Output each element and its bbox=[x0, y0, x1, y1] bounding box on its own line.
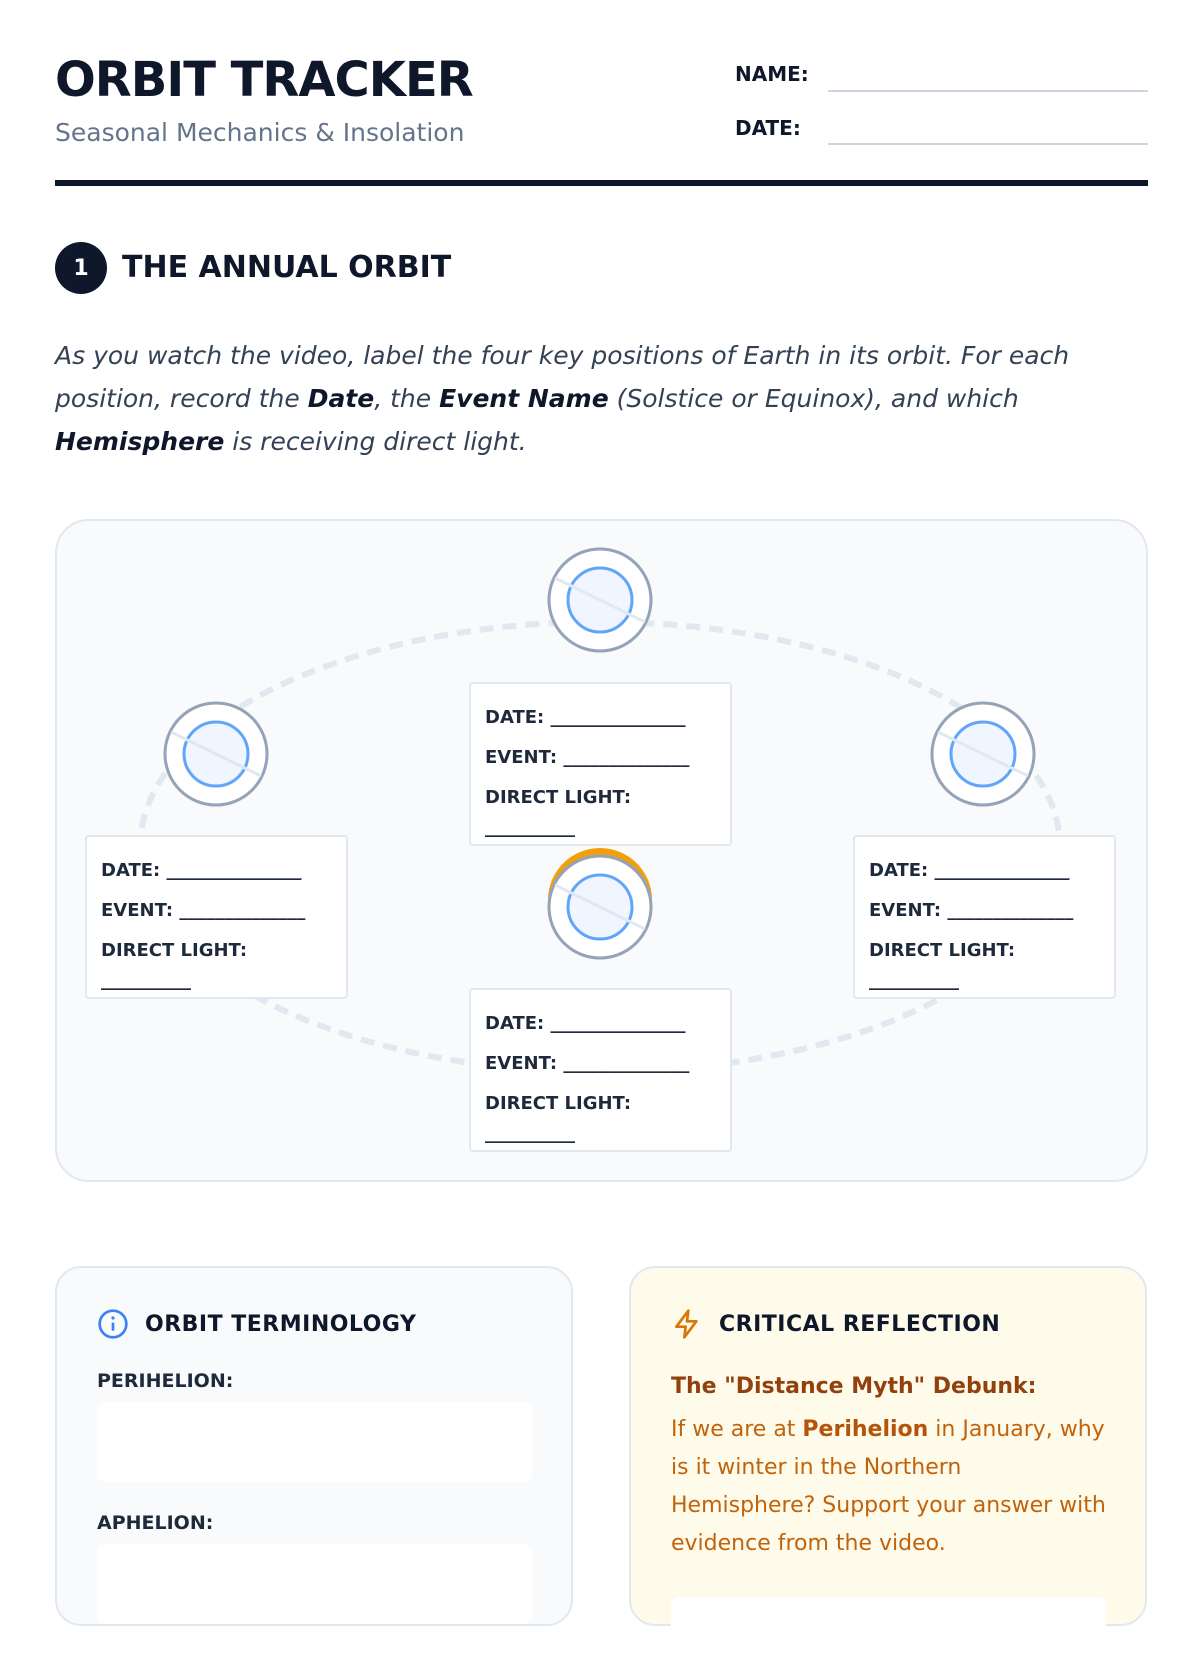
perihelion-label: PERIHELION: bbox=[97, 1370, 234, 1392]
terminology-title: ORBIT TERMINOLOGY bbox=[145, 1311, 417, 1337]
terminology-card: ORBIT TERMINOLOGY PERIHELION: APHELION: bbox=[55, 1266, 573, 1626]
position-box-top[interactable]: DATE: _______________EVENT: ____________… bbox=[469, 682, 732, 846]
sun-icon bbox=[548, 848, 652, 952]
section-title: THE ANNUAL ORBIT bbox=[122, 250, 452, 285]
name-field[interactable] bbox=[828, 90, 1148, 92]
header-divider bbox=[55, 180, 1148, 186]
page-subtitle: Seasonal Mechanics & Insolation bbox=[55, 118, 465, 147]
position-box-right[interactable]: DATE: _______________EVENT: ____________… bbox=[853, 835, 1116, 999]
date-field[interactable] bbox=[828, 143, 1148, 145]
position-box-left[interactable]: DATE: _______________EVENT: ____________… bbox=[85, 835, 348, 999]
reflection-title: CRITICAL REFLECTION bbox=[719, 1311, 1001, 1337]
date-label: DATE: bbox=[735, 116, 801, 140]
lightning-icon bbox=[675, 1309, 698, 1339]
page-title: ORBIT TRACKER bbox=[55, 52, 474, 108]
reflection-question: If we are at Perihelion in January, why … bbox=[671, 1417, 1106, 1556]
instructions: As you watch the video, label the four k… bbox=[55, 341, 1070, 456]
perihelion-input[interactable] bbox=[97, 1402, 532, 1482]
reflection-subtitle: The "Distance Myth" Debunk: bbox=[671, 1374, 1037, 1399]
reflection-answer[interactable] bbox=[671, 1597, 1106, 1677]
position-box-bottom[interactable]: DATE: _______________EVENT: ____________… bbox=[469, 988, 732, 1152]
aphelion-label: APHELION: bbox=[97, 1512, 214, 1534]
aphelion-input[interactable] bbox=[97, 1544, 532, 1624]
reflection-card: CRITICAL REFLECTION The "Distance Myth" … bbox=[629, 1266, 1147, 1677]
info-icon bbox=[98, 1309, 128, 1339]
name-label: NAME: bbox=[735, 62, 809, 86]
section-number: 1 bbox=[55, 242, 107, 294]
